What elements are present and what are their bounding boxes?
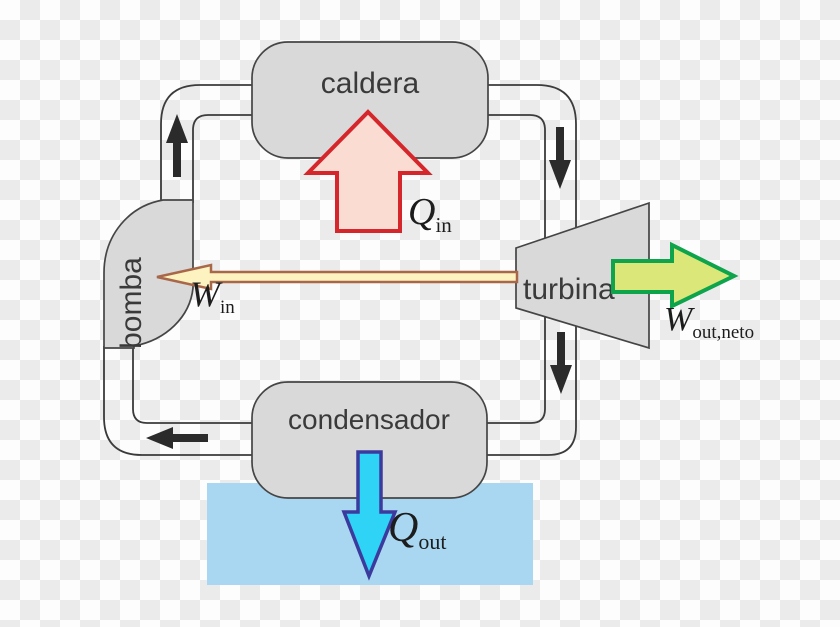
heat-out-label: Qout (388, 505, 446, 554)
flow-arrow-up-icon (166, 114, 188, 177)
flow-arrow-down-bottom-icon (550, 332, 572, 394)
pump-shape (103, 199, 194, 349)
pipe-bottom-left-outer (103, 346, 253, 456)
turbine-label: turbina (523, 273, 615, 306)
condenser-label: condensador (288, 404, 450, 435)
net-work-out-arrow (611, 241, 739, 310)
work-in-arrow (156, 263, 519, 291)
net-work-out-label: Wout,neto (664, 301, 754, 343)
pipe-top-left-inner (192, 114, 253, 203)
flow-arrow-left-icon (146, 427, 208, 449)
heat-out-arrow (341, 450, 398, 581)
flow-arrow-down-top-icon (549, 127, 571, 189)
pipe-top-left-outer (160, 84, 253, 203)
heat-in-arrow (303, 109, 433, 233)
work-in-label: Win (190, 274, 235, 318)
flow-arrows (146, 114, 572, 449)
turbine-shape (515, 201, 650, 350)
pipe-right-outer (487, 84, 577, 456)
pipe-bottom-left-inner (132, 346, 253, 424)
heat-in-label: Qin (408, 191, 452, 237)
boiler-label: caldera (321, 67, 420, 100)
pump-label: bomba (115, 257, 148, 349)
